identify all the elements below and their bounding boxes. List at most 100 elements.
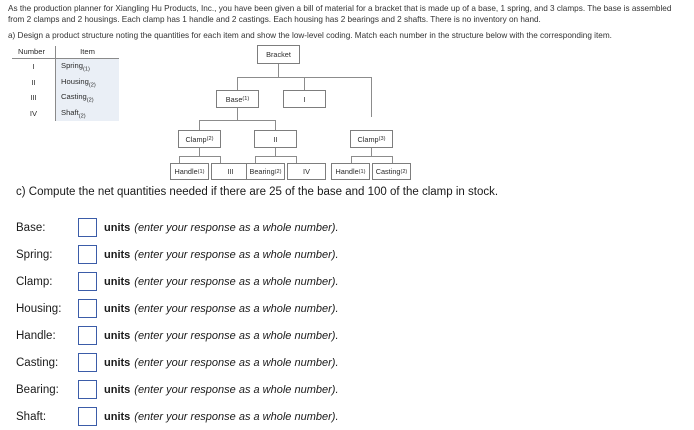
legend-header-number: Number bbox=[12, 46, 56, 59]
answer-label: Casting: bbox=[16, 356, 59, 369]
tree-node-roman-iv: IV bbox=[287, 163, 326, 180]
answer-row-housing: Housing: units (enter your response as a… bbox=[16, 295, 536, 322]
tree-node-handle-a: Handle(1) bbox=[170, 163, 209, 180]
answer-hint: (enter your response as a whole number). bbox=[134, 410, 339, 423]
legend-header-item: Item bbox=[55, 46, 120, 59]
tree-connector bbox=[237, 77, 238, 90]
answer-label: Handle: bbox=[16, 329, 56, 342]
tree-node-label: Bracket bbox=[266, 50, 291, 59]
tree-node-label: Base bbox=[225, 94, 243, 104]
legend-number: IV bbox=[12, 105, 56, 122]
legend-item-qty: (2) bbox=[86, 97, 94, 104]
problem-statement: As the production planner for Xiangling … bbox=[8, 4, 672, 24]
answer-hint: (enter your response as a whole number). bbox=[134, 356, 339, 369]
units-label: units bbox=[104, 275, 131, 288]
units-label: units bbox=[104, 248, 131, 261]
answer-label: Shaft: bbox=[16, 410, 47, 423]
tree-connector bbox=[199, 148, 200, 156]
tree-node-qty: (2) bbox=[400, 168, 408, 175]
tree-connector bbox=[371, 77, 372, 117]
handle-input[interactable] bbox=[78, 326, 97, 345]
legend-number: II bbox=[12, 74, 56, 91]
legend-item: Spring(1) bbox=[55, 58, 120, 75]
answer-hint: (enter your response as a whole number). bbox=[134, 248, 339, 261]
answer-label: Clamp: bbox=[16, 275, 53, 288]
tree-node-label: Clamp bbox=[185, 134, 207, 144]
tree-node-roman-ii: II bbox=[254, 130, 297, 148]
casting-input[interactable] bbox=[78, 353, 97, 372]
tree-connector bbox=[392, 156, 393, 163]
tree-node-bracket: Bracket bbox=[257, 45, 300, 64]
part-a-instruction: a) Design a product structure noting the… bbox=[8, 31, 612, 40]
legend-item-qty: (2) bbox=[78, 113, 86, 120]
part-c-prompt: c) Compute the net quantities needed if … bbox=[16, 186, 499, 198]
answer-row-clamp: Clamp: units (enter your response as a w… bbox=[16, 268, 536, 295]
legend-table: Number Item I Spring(1) II Housing(2) II… bbox=[12, 46, 120, 122]
answer-hint: (enter your response as a whole number). bbox=[134, 275, 339, 288]
answer-list: Base: units (enter your response as a wh… bbox=[16, 214, 536, 430]
legend-header-row: Number Item bbox=[12, 46, 120, 59]
answer-hint: (enter your response as a whole number). bbox=[134, 383, 339, 396]
answer-label: Base: bbox=[16, 221, 46, 234]
answer-row-casting: Casting: units (enter your response as a… bbox=[16, 349, 536, 376]
product-structure-tree: Bracket Base(1) I Clamp(2) II Clamp(3) H… bbox=[165, 42, 430, 180]
tree-node-clamp-2: Clamp(2) bbox=[178, 130, 221, 148]
tree-connector bbox=[255, 156, 296, 157]
tree-node-label: Casting bbox=[375, 167, 401, 176]
units-label: units bbox=[104, 383, 131, 396]
clamp-input[interactable] bbox=[78, 272, 97, 291]
tree-node-roman-i: I bbox=[283, 90, 326, 108]
legend-item-qty: (2) bbox=[88, 82, 96, 89]
tree-connector bbox=[351, 156, 352, 163]
tree-connector bbox=[275, 120, 276, 130]
tree-connector bbox=[220, 156, 221, 163]
tree-connector bbox=[351, 156, 392, 157]
tree-node-roman-iii: III bbox=[211, 163, 250, 180]
legend-item-name: Housing bbox=[61, 76, 89, 86]
answer-row-spring: Spring: units (enter your response as a … bbox=[16, 241, 536, 268]
units-label: units bbox=[104, 221, 131, 234]
units-label: units bbox=[104, 302, 131, 315]
bearing-input[interactable] bbox=[78, 380, 97, 399]
tree-connector bbox=[179, 156, 220, 157]
tree-node-label: Handle bbox=[335, 167, 359, 176]
legend-item-name: Casting bbox=[61, 92, 87, 102]
answer-row-bearing: Bearing: units (enter your response as a… bbox=[16, 376, 536, 403]
tree-node-label: Clamp bbox=[357, 134, 379, 144]
housing-input[interactable] bbox=[78, 299, 97, 318]
units-label: units bbox=[104, 356, 131, 369]
tree-connector bbox=[255, 156, 256, 163]
answer-row-base: Base: units (enter your response as a wh… bbox=[16, 214, 536, 241]
answer-hint: (enter your response as a whole number). bbox=[134, 329, 339, 342]
tree-connector bbox=[237, 108, 238, 120]
legend-number: I bbox=[12, 58, 56, 75]
tree-node-qty: (3) bbox=[378, 136, 386, 142]
answer-row-handle: Handle: units (enter your response as a … bbox=[16, 322, 536, 349]
tree-connector bbox=[275, 148, 276, 156]
tree-node-label: III bbox=[227, 167, 234, 176]
tree-node-label: Bearing bbox=[249, 167, 275, 176]
tree-connector bbox=[199, 120, 275, 121]
units-label: units bbox=[104, 410, 131, 423]
units-label: units bbox=[104, 329, 131, 342]
tree-node-qty: (2) bbox=[206, 136, 214, 142]
legend-number: III bbox=[12, 90, 56, 106]
tree-node-qty: (1) bbox=[242, 96, 250, 102]
legend-item: Casting(2) bbox=[55, 90, 120, 106]
legend-item-name: Spring bbox=[61, 61, 83, 70]
tree-connector bbox=[304, 77, 305, 90]
table-row: II Housing(2) bbox=[12, 74, 120, 91]
base-input[interactable] bbox=[78, 218, 97, 237]
tree-node-casting: Casting(2) bbox=[372, 163, 411, 180]
tree-node-handle-b: Handle(1) bbox=[331, 163, 370, 180]
shaft-input[interactable] bbox=[78, 407, 97, 426]
spring-input[interactable] bbox=[78, 245, 97, 264]
tree-connector bbox=[296, 156, 297, 163]
answer-label: Spring: bbox=[16, 248, 53, 261]
tree-node-base: Base(1) bbox=[216, 90, 259, 108]
answer-label: Bearing: bbox=[16, 383, 59, 396]
table-row: I Spring(1) bbox=[12, 58, 120, 75]
legend-item: Shaft(2) bbox=[55, 105, 120, 122]
tree-node-bearing: Bearing(2) bbox=[246, 163, 285, 180]
tree-node-qty: (1) bbox=[197, 168, 205, 175]
